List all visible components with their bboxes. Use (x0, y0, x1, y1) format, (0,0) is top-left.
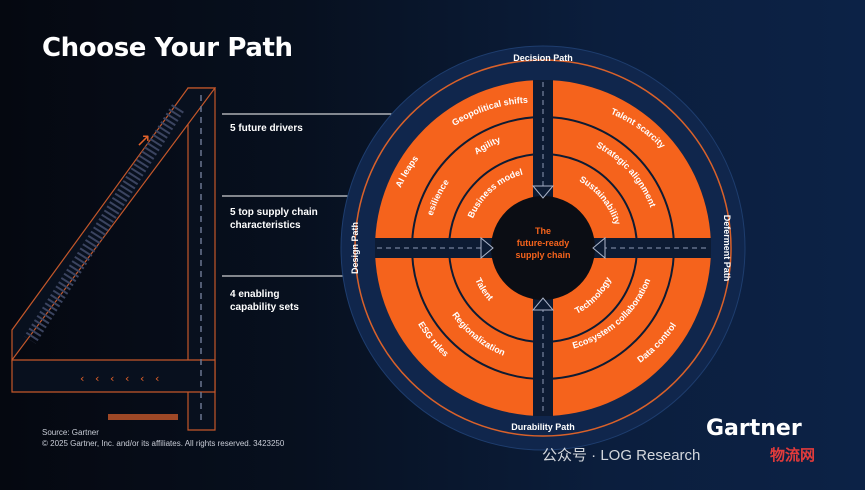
arrow-up-icon (531, 297, 555, 311)
svg-text:‹: ‹ (155, 372, 159, 385)
source-label: Source: Gartner (42, 428, 99, 437)
outer-ring-line (354, 59, 732, 437)
center-line-2: future-ready (517, 238, 570, 248)
road-arrow-icon: ↗ (136, 130, 151, 151)
label-capability-sets: 4 enabling capability sets (230, 289, 299, 313)
svg-text:‹: ‹ (140, 372, 144, 385)
svg-text:‹: ‹ (110, 372, 114, 385)
decision-path-label: Decision Path (513, 53, 573, 63)
source-note: Source: Gartner © 2025 Gartner, Inc. and… (42, 427, 284, 449)
road-chevrons-icon: ‹ ‹ ‹ ‹ ‹ ‹ (80, 372, 159, 385)
center-label: The future-ready supply chain (515, 226, 570, 260)
watermark-text: 公众号 · LOG Research (542, 447, 701, 464)
arrows (480, 185, 606, 311)
arrow-right-icon (480, 236, 494, 260)
design-path-label: Design Path (350, 222, 360, 274)
arrow-left-icon (592, 236, 606, 260)
center-line-1: The (535, 226, 551, 236)
arrow-down-icon (531, 185, 555, 199)
road-four-graphic: ↗ ‹ ‹ ‹ ‹ ‹ ‹ (11, 87, 217, 431)
center-circle (491, 196, 595, 300)
durability-path-label: Durability Path (511, 422, 575, 432)
road-texture (24, 104, 184, 344)
label-future-drivers: 5 future drivers (230, 123, 303, 134)
deferment-path-label: Deferment Path (722, 215, 732, 282)
center-line-3: supply chain (515, 250, 570, 260)
svg-text:‹: ‹ (80, 372, 84, 385)
gartner-logo: Gartner (706, 416, 802, 441)
copyright-text: © 2025 Gartner, Inc. and/or its affiliat… (42, 439, 285, 448)
watermark-site: 物流网 (770, 447, 816, 464)
svg-text:‹: ‹ (95, 372, 99, 385)
svg-text:‹: ‹ (125, 372, 129, 385)
road-stripe (108, 414, 178, 420)
road-horizontal-segment (11, 359, 216, 393)
label-top-characteristics: 5 top supply chain characteristics (230, 207, 318, 231)
page-title: Choose Your Path (42, 33, 293, 63)
